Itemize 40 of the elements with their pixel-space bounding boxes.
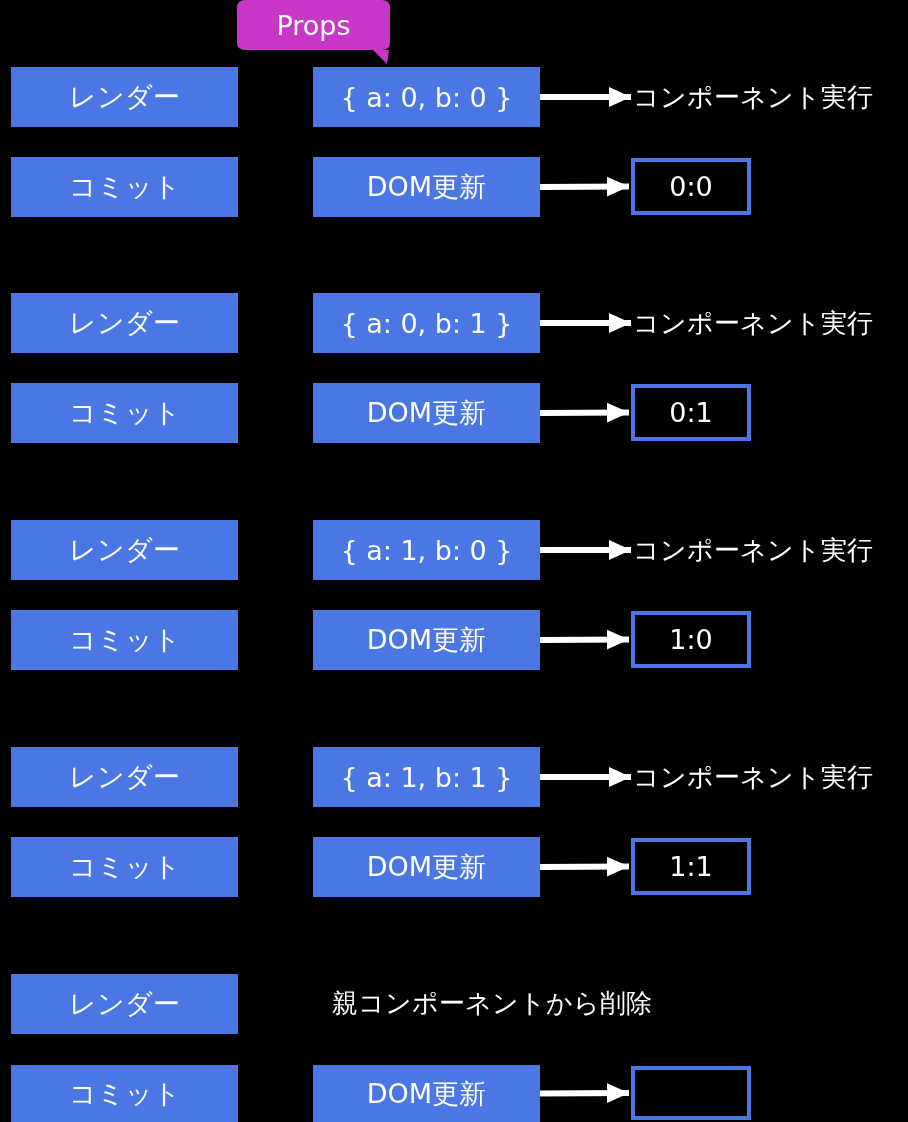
- process-box: DOM更新: [313, 610, 540, 670]
- output-box: 0:0: [631, 158, 751, 215]
- process-box: DOM更新: [313, 383, 540, 443]
- note-text: 親コンポーネントから削除: [332, 987, 652, 1020]
- process-box: コミット: [11, 157, 238, 217]
- arrow: [539, 629, 630, 650]
- output-box: 0:1: [631, 384, 751, 441]
- process-box: { a: 1, b: 0 }: [313, 520, 540, 580]
- arrow: [539, 856, 630, 877]
- process-box: レンダー: [11, 747, 238, 807]
- arrow: [540, 540, 631, 560]
- arrow: [540, 87, 631, 107]
- bubble-label: Props: [275, 8, 352, 43]
- output-box: 1:1: [631, 838, 751, 895]
- arrow: [539, 402, 630, 423]
- process-box: { a: 0, b: 1 }: [313, 293, 540, 353]
- node-label: コンポーネント実行: [633, 757, 903, 797]
- process-box: DOM更新: [313, 837, 540, 897]
- process-box: DOM更新: [313, 1065, 540, 1122]
- node-label: コンポーネント実行: [633, 77, 903, 117]
- arrow: [540, 313, 631, 333]
- empty-output-box: [631, 1066, 751, 1120]
- process-box: コミット: [11, 610, 238, 670]
- process-box: { a: 1, b: 1 }: [313, 747, 540, 807]
- node-label: コンポーネント実行: [633, 530, 903, 570]
- process-box: レンダー: [11, 974, 238, 1034]
- process-box: レンダー: [11, 520, 238, 580]
- speech-bubble: [237, 0, 390, 64]
- node-label: コンポーネント実行: [633, 303, 903, 343]
- process-box: レンダー: [11, 293, 238, 353]
- process-box: コミット: [11, 1065, 238, 1122]
- process-box: { a: 0, b: 0 }: [313, 67, 540, 127]
- output-box: 1:0: [631, 611, 751, 668]
- process-box: レンダー: [11, 67, 238, 127]
- process-box: コミット: [11, 383, 238, 443]
- arrow: [539, 1083, 630, 1104]
- process-box: コミット: [11, 837, 238, 897]
- process-box: DOM更新: [313, 157, 540, 217]
- arrow: [539, 176, 630, 197]
- arrow: [540, 767, 631, 787]
